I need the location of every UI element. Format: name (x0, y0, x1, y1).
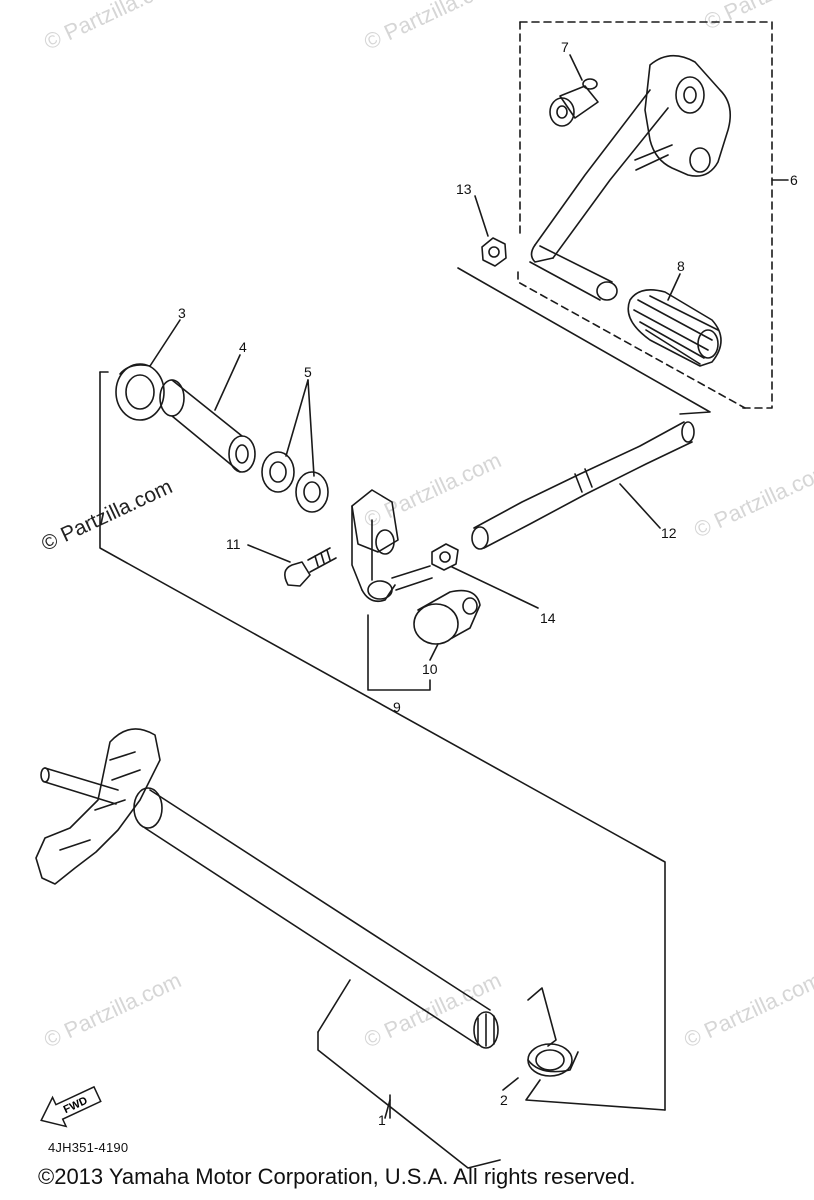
callout-9: 9 (393, 699, 401, 715)
callout-7: 7 (561, 39, 569, 55)
pedal-rubber (627, 289, 722, 367)
callout-4: 4 (239, 339, 247, 355)
rod-end (549, 78, 599, 127)
bearings (261, 451, 329, 513)
return-spring (527, 987, 579, 1077)
forward-arrow: FWD (40, 1085, 102, 1128)
callout-3: 3 (178, 305, 186, 321)
callout-11: 11 (226, 536, 241, 552)
shift-shaft (35, 728, 499, 1049)
callout-12: 12 (661, 525, 677, 541)
copyright-notice: ©2013 Yamaha Motor Corporation, U.S.A. A… (38, 1164, 636, 1189)
shift-rod (471, 421, 695, 550)
callout-6: 6 (790, 172, 798, 188)
drawing-code: 4JH351-4190 (48, 1140, 129, 1155)
nut-14 (431, 543, 459, 571)
joint-cap (413, 589, 481, 645)
callout-13: 13 (456, 181, 472, 197)
oil-seal (115, 363, 165, 421)
bolt (284, 547, 337, 587)
collar (159, 379, 256, 473)
callout-2: 2 (500, 1092, 508, 1108)
shift-pedal-arm (529, 54, 731, 301)
assembly-boundary-dashed (519, 21, 773, 409)
nut-13 (481, 237, 507, 267)
callout-8: 8 (677, 258, 685, 274)
callout-10: 10 (422, 661, 438, 677)
callout-1: 1 (378, 1112, 386, 1128)
shift-lever-clamp (351, 489, 433, 603)
callout-5: 5 (304, 364, 312, 380)
callout-14: 14 (540, 610, 556, 626)
